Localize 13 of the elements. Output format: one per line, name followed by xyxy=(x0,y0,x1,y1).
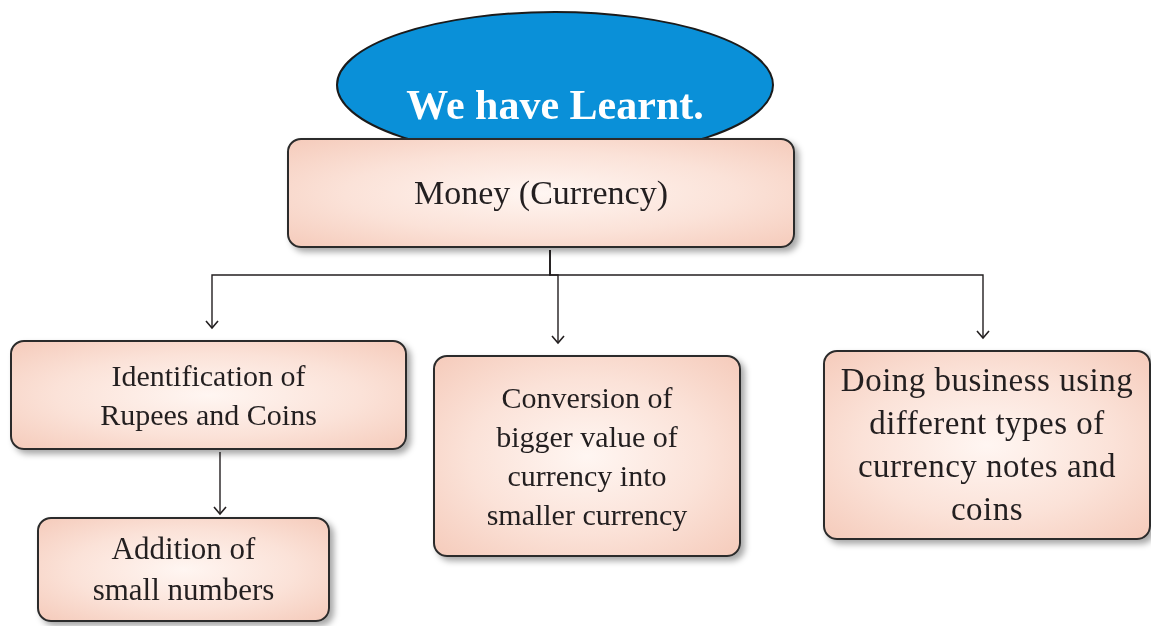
node-text: Money (Currency) xyxy=(414,172,668,213)
subtopic-box xyxy=(433,355,741,557)
title-text: We have Learnt. xyxy=(406,81,704,130)
node-text: Conversion of bigger value of currency into smaller currency xyxy=(485,380,689,533)
node-text: Identification of Rupees and Coins xyxy=(99,358,318,433)
node-text: Doing business using different types of currency notes and coins xyxy=(839,361,1135,529)
subtopic-box xyxy=(823,350,1151,540)
topic-box xyxy=(287,138,795,248)
arrow xyxy=(549,249,990,339)
subtopic-box xyxy=(10,340,407,450)
node-text: Addition of small numbers xyxy=(91,530,276,609)
arrow xyxy=(213,451,227,515)
subtopic-box xyxy=(37,517,330,622)
